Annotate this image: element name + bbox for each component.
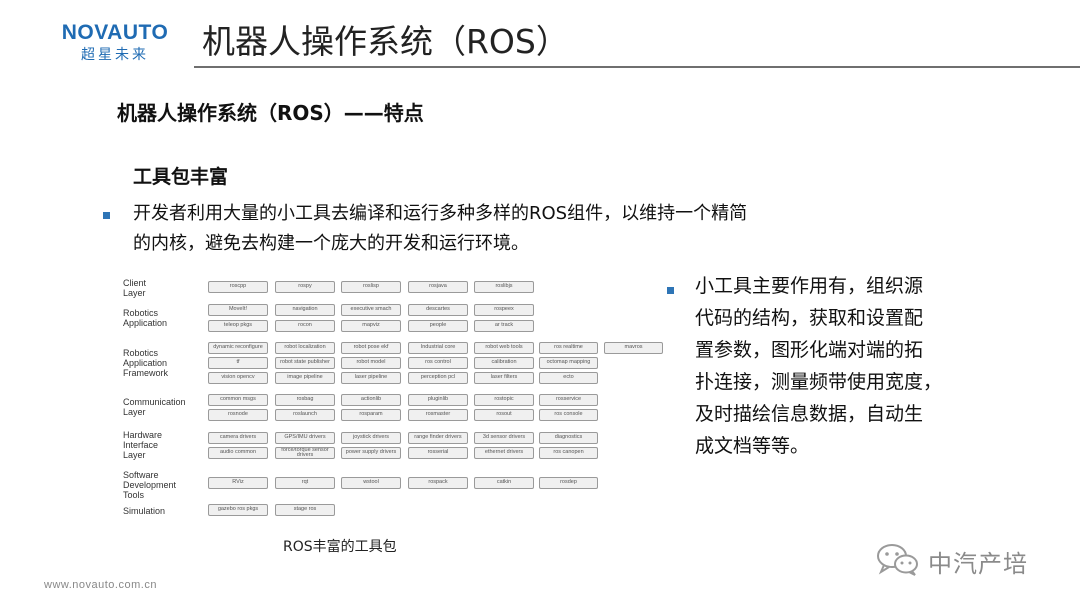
package-box: navigation	[275, 304, 335, 316]
bullet1-line2: 的内核，避免去构建一个庞大的开发和运行环境。	[133, 233, 529, 254]
layer-label: Hardware Interface Layer	[123, 430, 163, 460]
package-box: force/torque sensor drivers	[275, 447, 335, 459]
wechat-icon	[877, 544, 918, 576]
package-box: rospack	[408, 477, 468, 489]
package-box: diagnostics	[539, 432, 598, 444]
slide-subtitle: 机器人操作系统（ROS）——特点	[117, 101, 424, 125]
package-box: camera drivers	[208, 432, 268, 444]
slide-title: 机器人操作系统（ROS）	[202, 22, 569, 61]
bullet-marker-2	[667, 287, 674, 294]
package-box: robot model	[341, 357, 401, 369]
package-box: descartes	[408, 304, 468, 316]
bullet2-line: 成文档等等。	[695, 435, 810, 457]
company-logo: NOVAUTO 超星未来	[58, 22, 172, 64]
package-box: roslibjs	[474, 281, 534, 293]
package-box: range finder drivers	[408, 432, 468, 444]
package-box: ethernet drivers	[474, 447, 534, 459]
package-box: laser pipeline	[341, 372, 401, 384]
logo-brand-text: NOVAUTO	[61, 21, 169, 44]
package-box: mavros	[604, 342, 663, 354]
package-box: actionlib	[341, 394, 401, 406]
package-box: perception pcl	[408, 372, 468, 384]
bullet1-line1: 开发者利用大量的小工具去编译和运行多种多样的ROS组件，以维持一个精简	[133, 203, 748, 224]
package-box: octomap mapping	[539, 357, 598, 369]
package-box: rosnode	[208, 409, 268, 421]
package-box: laser filters	[474, 372, 534, 384]
package-box: mapviz	[341, 320, 401, 332]
package-box: people	[408, 320, 468, 332]
package-box: rqt	[275, 477, 335, 489]
package-box: robot state publisher	[275, 357, 335, 369]
diagram-caption: ROS丰富的工具包	[283, 539, 397, 555]
package-box: robot pose ekf	[341, 342, 401, 354]
package-box: joystick drivers	[341, 432, 401, 444]
package-box: dynamic reconfigure	[208, 342, 268, 354]
layer-label: Robotics Application	[123, 308, 168, 328]
package-box: rospy	[275, 281, 335, 293]
package-box: vision opencv	[208, 372, 268, 384]
package-box: rosserial	[408, 447, 468, 459]
package-box: ros realtime	[539, 342, 598, 354]
bullet2-line: 扑连接，测量频带使用宽度，	[695, 371, 943, 393]
package-box: rospeex	[474, 304, 534, 316]
package-box: teleop pkgs	[208, 320, 268, 332]
package-box: rosmaster	[408, 409, 468, 421]
package-box: roslaunch	[275, 409, 335, 421]
package-box: rosout	[474, 409, 534, 421]
package-box: 3d sensor drivers	[474, 432, 534, 444]
package-box: rosjava	[408, 281, 468, 293]
package-box: rocon	[275, 320, 335, 332]
package-box: rosbag	[275, 394, 335, 406]
package-box: power supply drivers	[341, 447, 401, 459]
package-box: image pipeline	[275, 372, 335, 384]
package-box: catkin	[474, 477, 534, 489]
section-heading: 工具包丰富	[133, 166, 229, 188]
package-box: common msgs	[208, 394, 268, 406]
package-box: RViz	[208, 477, 268, 489]
package-box: ros canopen	[539, 447, 598, 459]
package-box: rosparam	[341, 409, 401, 421]
bullet2-line: 及时描绘信息数据，自动生	[695, 403, 924, 425]
package-box: rostopic	[474, 394, 534, 406]
logo-chinese-text: 超星未来	[81, 47, 149, 63]
ros-packages-diagram: Client Layer Robotics Application Roboti…	[118, 274, 668, 524]
wechat-watermark: 中汽产培	[876, 540, 1056, 580]
package-box: ros control	[408, 357, 468, 369]
bullet2-line: 小工具主要作用有，组织源	[695, 275, 924, 297]
package-box: pluginlib	[408, 394, 468, 406]
package-box: audio common	[208, 447, 268, 459]
package-box: GPS/IMU drivers	[275, 432, 335, 444]
package-box: wstool	[341, 477, 401, 489]
package-box: robot web tools	[474, 342, 534, 354]
package-box: executive smach	[341, 304, 401, 316]
layer-label: Client Layer	[123, 278, 147, 298]
package-box: ros console	[539, 409, 598, 421]
package-box: roscpp	[208, 281, 268, 293]
package-box: Industrial core	[408, 342, 468, 354]
bullet2-line: 代码的结构，获取和设置配	[695, 307, 924, 329]
package-box: roslisp	[341, 281, 401, 293]
package-box: ecto	[539, 372, 598, 384]
title-divider	[194, 66, 1080, 68]
watermark-text: 中汽产培	[928, 550, 1028, 578]
footer-website: www.novauto.com.cn	[44, 579, 157, 591]
package-box: robot localization	[275, 342, 335, 354]
package-box: stage ros	[275, 504, 335, 516]
package-box: MoveIt!	[208, 304, 268, 316]
package-box: tf	[208, 357, 268, 369]
package-box: calibration	[474, 357, 534, 369]
package-box: gazebo ros pkgs	[208, 504, 268, 516]
layer-label: Communication Layer	[123, 397, 186, 417]
bullet-marker-1	[103, 212, 110, 219]
layer-label: Software Development Tools	[123, 470, 177, 500]
package-box: ar track	[474, 320, 534, 332]
package-box: rosdep	[539, 477, 598, 489]
bullet2-line: 置参数，图形化端对端的拓	[695, 339, 924, 361]
package-box: rosservice	[539, 394, 598, 406]
layer-label: Simulation	[123, 506, 166, 516]
layer-label: Robotics Application Framework	[123, 348, 169, 378]
